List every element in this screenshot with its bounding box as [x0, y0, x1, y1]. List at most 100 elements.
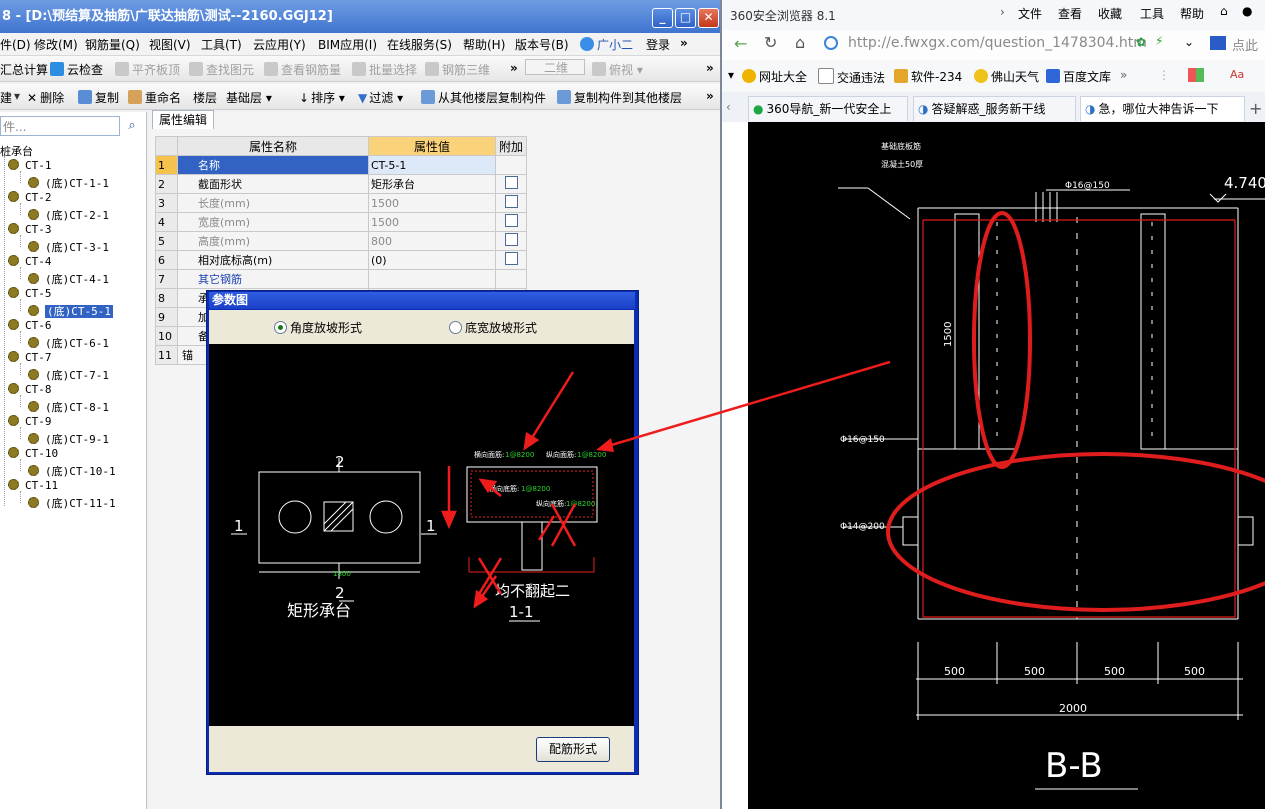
tree-group[interactable]: CT-4 [8, 255, 52, 268]
rebar-form-button[interactable]: 配筋形式 [536, 737, 610, 762]
menu-login[interactable]: 登录 [646, 38, 671, 52]
checkbox[interactable] [504, 214, 518, 227]
property-value[interactable]: 矩形承台 [368, 174, 496, 194]
radio-width-slope[interactable]: 底宽放坡形式 [449, 319, 537, 336]
tree-group[interactable]: CT-10 [8, 447, 58, 460]
property-value[interactable] [368, 269, 496, 289]
copy-button[interactable]: 复制 [78, 89, 119, 106]
filter-button[interactable]: ▼过滤 ▾ [358, 91, 404, 105]
back-icon[interactable]: ← [734, 34, 748, 53]
browser-menu-help[interactable]: 帮助 [1180, 7, 1205, 21]
tab-question-active[interactable]: ◑急，哪位大神告诉一下 [1080, 96, 1245, 121]
tree-item[interactable]: (底)CT-8-1 [28, 399, 109, 415]
tree-item[interactable]: (底)CT-1-1 [28, 175, 109, 191]
menu-tools[interactable]: 工具(T) [201, 38, 242, 52]
menu-cloud[interactable]: 云应用(Y) [253, 38, 306, 52]
fav-more[interactable]: » [1120, 68, 1128, 82]
browser-menu-file[interactable]: 文件 [1018, 7, 1043, 21]
tree-group[interactable]: CT-1 [8, 159, 52, 172]
fav-arrow-icon[interactable]: ▾ [728, 68, 735, 82]
align-slab-button[interactable]: 平齐板顶 [115, 61, 180, 78]
view-mode-select[interactable]: 二维 [525, 59, 585, 75]
view-rebar-button[interactable]: 查看钢筋量 [264, 61, 341, 78]
tree-item[interactable]: (底)CT-3-1 [28, 239, 109, 255]
component-search-input[interactable]: 件... [0, 116, 120, 136]
browser-menu-view[interactable]: 查看 [1058, 7, 1083, 21]
maximize-button[interactable]: □ [675, 8, 696, 28]
menu-version[interactable]: 版本号(B) [515, 38, 569, 52]
fav-traffic[interactable]: 交通违法 [818, 68, 885, 86]
menu-edit[interactable]: 修改(M) [34, 38, 78, 52]
tree-group[interactable]: CT-11 [8, 479, 58, 492]
extra-cell[interactable] [495, 212, 527, 232]
minimize-button[interactable]: _ [652, 8, 673, 28]
home-nav-icon[interactable]: ⌂ [795, 33, 806, 52]
toolbar-more[interactable]: » [510, 61, 518, 75]
apps-icon[interactable] [1188, 68, 1204, 82]
checkbox[interactable] [504, 195, 518, 208]
menu-file[interactable]: 件(D) [0, 38, 31, 52]
menu-online[interactable]: 在线服务(S) [387, 38, 452, 52]
rebar-3d-button[interactable]: 钢筋三维 [425, 61, 490, 78]
tab-property-edit[interactable]: 属性编辑 [152, 110, 214, 129]
copy-to-floor-button[interactable]: 复制构件到其他楼层 [557, 89, 682, 106]
menu-rebar-qty[interactable]: 钢筋量(Q) [85, 38, 140, 52]
refresh-icon[interactable]: ↻ [764, 33, 778, 52]
batch-select-button[interactable]: 批量选择 [352, 61, 417, 78]
tabs-back-icon[interactable]: ‹ [726, 100, 731, 114]
property-value[interactable]: 1500 [368, 212, 496, 232]
checkbox[interactable] [504, 252, 518, 265]
tab-qa[interactable]: ◑答疑解惑_服务新干线 [913, 96, 1076, 121]
checkbox[interactable] [504, 176, 518, 189]
tab-360-nav[interactable]: ●360导航_新一代安全上 [748, 96, 908, 121]
menu-bim[interactable]: BIM应用(I) [318, 38, 378, 52]
extra-cell[interactable] [495, 193, 527, 213]
tree-group[interactable]: CT-6 [8, 319, 52, 332]
fav-site-nav[interactable]: 网址大全 [742, 68, 807, 85]
menu-more[interactable]: » [680, 36, 688, 50]
more-vert-icon[interactable]: ⋮ [1158, 68, 1170, 82]
new-button[interactable]: 建 [0, 91, 13, 105]
delete-button[interactable]: ✕删除 [27, 89, 64, 106]
tree-group[interactable]: CT-3 [8, 223, 52, 236]
fav-baidu-wenku[interactable]: 百度文库 [1046, 68, 1111, 85]
new-dropdown-icon[interactable]: ▾ [14, 89, 21, 103]
calc-summary-button[interactable]: 汇总计算 [0, 63, 49, 77]
extra-cell[interactable] [495, 250, 527, 270]
tree-group[interactable]: CT-8 [8, 383, 52, 396]
sort-button[interactable]: ↓排序 ▾ [299, 91, 345, 105]
property-value[interactable]: 800 [368, 231, 496, 251]
copy-from-floor-button[interactable]: 从其他楼层复制构件 [421, 89, 546, 106]
acrobat-icon[interactable]: Aa [1230, 68, 1245, 81]
browser-menu-tools[interactable]: 工具 [1140, 7, 1165, 21]
url-input[interactable]: http://e.fwxgx.com/question_1478304.htm [848, 35, 1147, 51]
tree-group[interactable]: CT-5 [8, 287, 52, 300]
tree-item[interactable]: (底)CT-4-1 [28, 271, 109, 287]
tree-group[interactable]: CT-7 [8, 351, 52, 364]
tree-item[interactable]: (底)CT-5-1 [28, 303, 113, 319]
tree-item[interactable]: (底)CT-7-1 [28, 367, 109, 383]
extra-cell[interactable] [495, 231, 527, 251]
menu-assistant[interactable]: 广小二 [580, 36, 633, 53]
dropdown-icon[interactable]: ⌄ [1184, 35, 1195, 49]
tree-item[interactable]: (底)CT-9-1 [28, 431, 109, 447]
tree-item[interactable]: (底)CT-2-1 [28, 207, 109, 223]
fav-weather[interactable]: 佛山天气 [974, 68, 1039, 85]
radio-angle-slope[interactable]: 角度放坡形式 [274, 319, 362, 336]
new-tab-button[interactable]: + [1249, 99, 1263, 118]
search-icon[interactable]: ⌕ [128, 118, 136, 133]
find-element-button[interactable]: 查找图元 [189, 61, 254, 78]
tree-item[interactable]: (底)CT-11-1 [28, 495, 116, 511]
browser-menu-favorites[interactable]: 收藏 [1098, 7, 1123, 21]
fav-software[interactable]: 软件-234 [894, 68, 962, 85]
extra-cell[interactable] [495, 174, 527, 194]
tree-item[interactable]: (底)CT-10-1 [28, 463, 116, 479]
tree-item[interactable]: (底)CT-6-1 [28, 335, 109, 351]
property-value[interactable]: (0) [368, 250, 496, 270]
